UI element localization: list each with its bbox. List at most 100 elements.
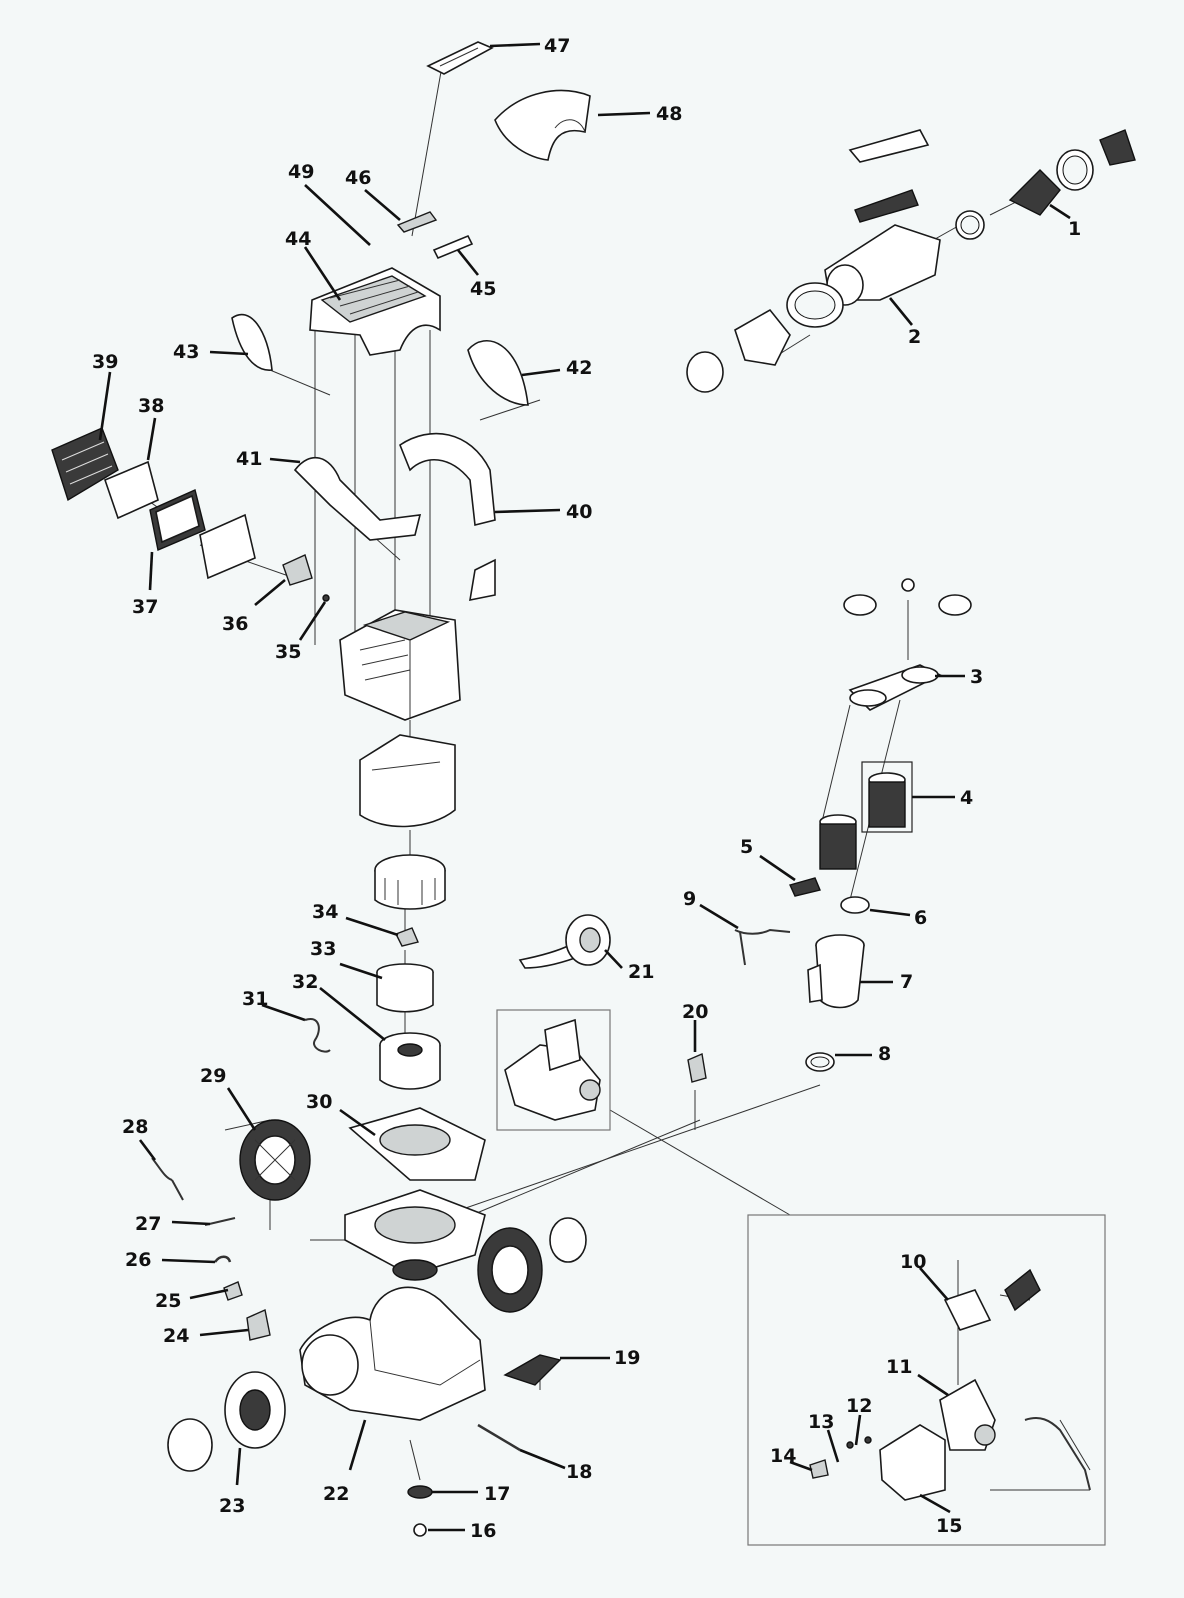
- callout-22: 22: [323, 1419, 367, 1505]
- callout-43: 43: [173, 341, 249, 363]
- part-44-upper-housing: [309, 267, 441, 356]
- part-17-caster: [407, 1485, 433, 1499]
- svg-text:46: 46: [345, 167, 371, 189]
- svg-text:29: 29: [200, 1065, 226, 1087]
- svg-text:7: 7: [900, 971, 913, 993]
- callout-8: 8: [835, 1043, 891, 1065]
- callout-2: 2: [888, 297, 921, 348]
- callout-34: 34: [312, 901, 399, 937]
- part-35-screw: [322, 594, 330, 602]
- svg-text:2: 2: [908, 326, 921, 348]
- inset-detail-box: [747, 1214, 1106, 1546]
- svg-text:28: 28: [122, 1116, 148, 1138]
- callout-46: 46: [345, 167, 401, 221]
- part-43-side-panel-left: [231, 313, 273, 371]
- svg-text:27: 27: [135, 1213, 161, 1235]
- svg-text:12: 12: [846, 1395, 872, 1417]
- callout-1: 1: [1049, 203, 1081, 240]
- part-18-axle: [477, 1423, 521, 1452]
- part-25-latch: [223, 1281, 243, 1301]
- part-6-cap: [840, 896, 870, 914]
- callout-15: 15: [919, 1493, 962, 1537]
- svg-text:34: 34: [312, 901, 338, 923]
- svg-text:26: 26: [125, 1249, 151, 1271]
- callouts: 47 48 49 46 44 45 43 42 39 38 41 40 37 3…: [92, 35, 1081, 1542]
- callout-32: 32: [292, 971, 386, 1042]
- callout-28: 28: [122, 1116, 157, 1161]
- callout-3: 3: [935, 666, 983, 688]
- svg-text:31: 31: [242, 988, 268, 1010]
- part-20-switch: [687, 1053, 707, 1083]
- svg-text:24: 24: [163, 1325, 189, 1347]
- part-32-motor: [379, 1032, 441, 1090]
- part-22-base-body: [299, 1286, 486, 1421]
- part-46-clip: [396, 211, 438, 233]
- svg-text:33: 33: [310, 938, 336, 960]
- svg-text:4: 4: [960, 787, 973, 809]
- part-9-wire: [734, 928, 791, 966]
- part-5-clip: [789, 877, 821, 897]
- callout-49: 49: [288, 161, 371, 246]
- svg-text:43: 43: [173, 341, 199, 363]
- svg-text:39: 39: [92, 351, 118, 373]
- svg-text:42: 42: [566, 357, 592, 379]
- callout-21: 21: [604, 949, 654, 983]
- part-36-bracket: [282, 554, 313, 586]
- svg-text:19: 19: [614, 1347, 640, 1369]
- svg-text:16: 16: [470, 1520, 496, 1542]
- part-37-gasket-frame: [149, 489, 206, 551]
- part-45-latch: [432, 234, 474, 260]
- callout-42: 42: [521, 357, 592, 379]
- part-8-ring: [805, 1052, 835, 1072]
- svg-text:49: 49: [288, 161, 314, 183]
- svg-text:17: 17: [484, 1483, 510, 1505]
- svg-text:35: 35: [275, 641, 301, 663]
- part-3-filter-top: [843, 578, 972, 711]
- svg-text:21: 21: [628, 961, 654, 983]
- part-24-bracket: [246, 1309, 271, 1341]
- svg-text:32: 32: [292, 971, 318, 993]
- svg-text:18: 18: [566, 1461, 592, 1483]
- svg-text:41: 41: [236, 448, 262, 470]
- callout-20: 20: [682, 1001, 708, 1052]
- svg-text:8: 8: [878, 1043, 891, 1065]
- svg-text:38: 38: [138, 395, 164, 417]
- part-21-cover: [518, 914, 611, 969]
- callout-41: 41: [236, 448, 301, 470]
- part-23-wheel: [167, 1371, 286, 1472]
- part-dust-bin: [359, 734, 456, 828]
- callout-48: 48: [597, 103, 682, 125]
- callout-16: 16: [428, 1520, 496, 1542]
- svg-text:5: 5: [740, 836, 753, 858]
- callout-12: 12: [846, 1395, 872, 1446]
- callout-27: 27: [135, 1213, 211, 1235]
- svg-text:36: 36: [222, 613, 248, 635]
- part-34-cap: [395, 927, 419, 947]
- part-16-ball: [413, 1523, 427, 1537]
- callout-11: 11: [886, 1356, 949, 1397]
- callout-19: 19: [560, 1347, 640, 1369]
- svg-text:13: 13: [808, 1411, 834, 1433]
- callout-33: 33: [310, 938, 383, 980]
- callout-47: 47: [489, 35, 570, 57]
- callout-30: 30: [306, 1091, 376, 1137]
- part-7-cyclone: [807, 934, 865, 1009]
- callout-35: 35: [275, 601, 327, 663]
- part-47-handle-grip: [426, 41, 494, 75]
- part-33-filter-cylinder: [376, 963, 434, 1013]
- svg-text:47: 47: [544, 35, 570, 57]
- svg-text:1: 1: [1068, 218, 1081, 240]
- svg-text:15: 15: [936, 1515, 962, 1537]
- callout-23: 23: [219, 1447, 245, 1517]
- part-motor-top: [374, 854, 446, 910]
- callout-18: 18: [519, 1448, 592, 1483]
- svg-text:22: 22: [323, 1483, 349, 1505]
- part-28-spring: [151, 1157, 184, 1201]
- assembly-guide-lines: [119, 65, 1091, 1491]
- part-rear-wheel-right: [477, 1217, 587, 1313]
- svg-text:10: 10: [900, 1251, 926, 1273]
- callout-44: 44: [285, 228, 342, 301]
- callout-25: 25: [155, 1288, 229, 1312]
- callout-36: 36: [222, 579, 286, 635]
- callout-39: 39: [92, 351, 118, 441]
